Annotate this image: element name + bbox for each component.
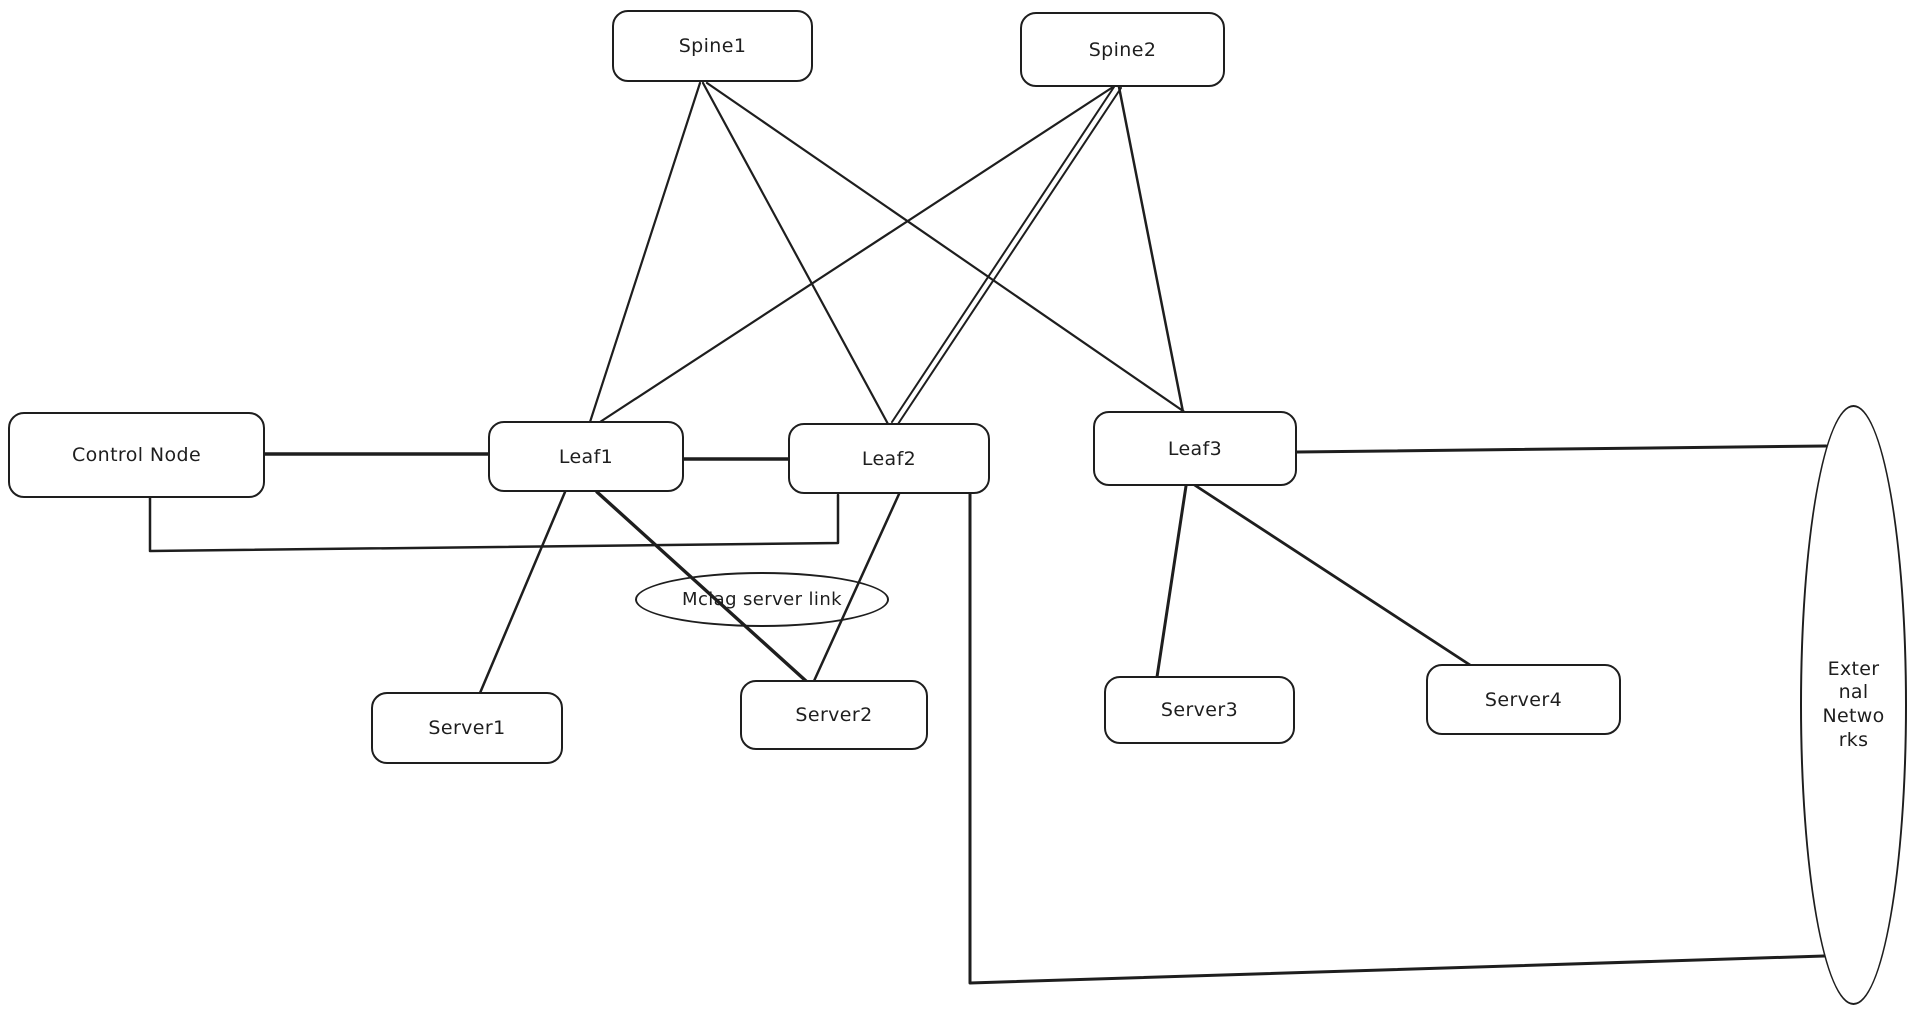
server4-label: Server4 [1484, 688, 1563, 711]
edge-leaf2-externalnetworks [968, 492, 1826, 985]
server3-label: Server3 [1160, 699, 1239, 721]
node-leaf2[interactable]: Leaf2 [788, 423, 990, 494]
mclag-server-link-ellipse[interactable]: Mclag server link [635, 572, 889, 627]
leaf2-label: Leaf2 [861, 447, 917, 470]
edge-spine2-leaf1 [598, 85, 1115, 424]
edge-spine2-leaf2-stroke-a [891, 86, 1115, 423]
external-networks-label-line2: nal [1838, 681, 1869, 704]
node-server2[interactable]: Server2 [740, 680, 928, 750]
node-leaf1[interactable]: Leaf1 [488, 421, 684, 492]
edge-leaf3-externalnetworks [1295, 444, 1828, 454]
node-server4[interactable]: Server4 [1426, 664, 1621, 735]
server2-label: Server2 [795, 704, 873, 726]
server1-label: Server1 [428, 717, 506, 739]
leaf3-label: Leaf3 [1167, 437, 1223, 460]
external-networks-ellipse[interactable]: Exter nal Netwo rks [1800, 405, 1907, 1005]
external-networks-label: Exter nal Netwo rks [1822, 658, 1884, 753]
edge-spine1-leaf1 [588, 81, 702, 424]
node-server1[interactable]: Server1 [371, 692, 563, 764]
node-leaf3[interactable]: Leaf3 [1093, 411, 1297, 486]
node-control-node[interactable]: Control Node [8, 412, 265, 498]
spine2-label: Spine2 [1088, 38, 1157, 61]
edge-leaf1-server1 [478, 490, 567, 695]
mclag-server-link-label: Mclag server link [682, 589, 842, 610]
control-node-label: Control Node [71, 444, 202, 466]
edge-spine2-leaf2-stroke-b [897, 87, 1122, 425]
edge-controlnode-leaf2 [148, 493, 840, 553]
leaf1-label: Leaf1 [558, 445, 614, 468]
external-networks-label-line3: Netwo [1822, 705, 1885, 727]
edge-leaf3-server4 [1191, 482, 1472, 667]
edge-spine1-leaf2 [701, 81, 890, 426]
spine1-label: Spine1 [678, 35, 747, 57]
node-server3[interactable]: Server3 [1104, 676, 1295, 744]
edge-spine1-leaf3 [705, 81, 1188, 415]
external-networks-label-line4: rks [1838, 728, 1869, 751]
node-spine2[interactable]: Spine2 [1020, 12, 1225, 87]
edge-leaf3-server3 [1155, 484, 1188, 679]
edge-spine2-leaf3 [1117, 85, 1185, 414]
external-networks-label-line1: Exter [1827, 657, 1880, 680]
node-spine1[interactable]: Spine1 [612, 10, 813, 82]
